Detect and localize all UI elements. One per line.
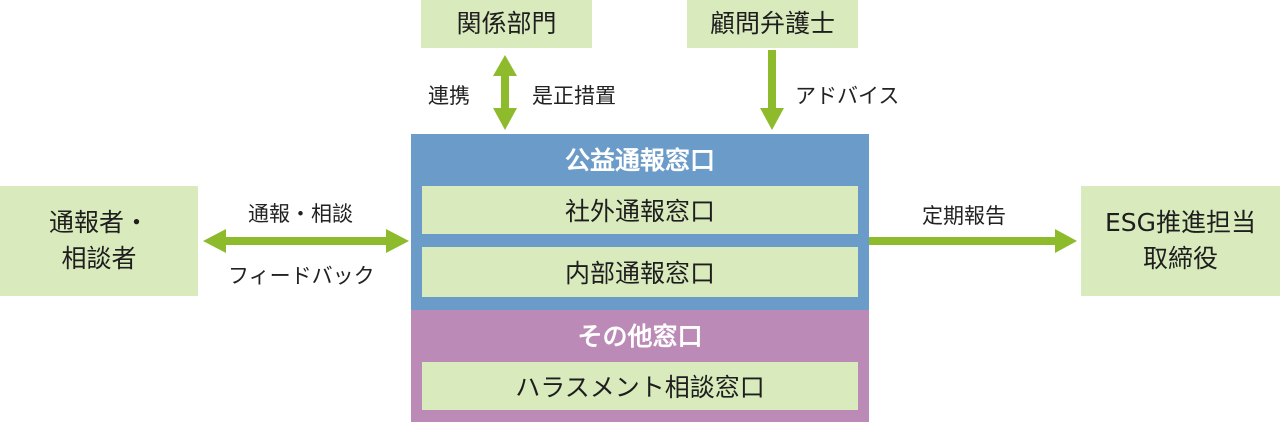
legal-counsel-box: 顧問弁護士	[687, 0, 858, 48]
cooperation-label: 連携	[428, 84, 470, 108]
related-departments-box: 関係部門	[421, 0, 592, 48]
regular-report-label: 定期報告	[922, 204, 1006, 228]
advice-label: アドバイス	[795, 84, 900, 108]
advice-arrow	[760, 50, 784, 130]
esg-director-label-line1: ESG推進担当	[1104, 208, 1257, 237]
correction-label: 是正措置	[532, 84, 616, 108]
harassment-desk-label: ハラスメント相談窓口	[515, 373, 765, 402]
other-desk: その他窓口 ハラスメント相談窓口	[411, 310, 869, 422]
report-feedback-arrow	[203, 229, 409, 253]
esg-director-label-line2: 取締役	[1142, 244, 1218, 273]
public-reporting-title: 公益通報窓口	[564, 146, 715, 175]
report-consult-label: 通報・相談	[248, 202, 353, 226]
legal-counsel-label: 顧問弁護士	[709, 9, 835, 38]
internal-reporting-label: 内部通報窓口	[564, 259, 715, 288]
cooperation-arrow	[493, 55, 517, 130]
internal-reporting-desk: 内部通報窓口	[422, 247, 858, 297]
esg-director-box: ESG推進担当 取締役	[1081, 186, 1280, 296]
external-reporting-label: 社外通報窓口	[564, 197, 715, 226]
reporter-label-line2: 相談者	[61, 244, 137, 273]
external-reporting-desk: 社外通報窓口	[422, 186, 858, 234]
public-reporting-desk: 公益通報窓口 社外通報窓口 内部通報窓口	[411, 134, 869, 310]
reporter-label-line1: 通報者・	[48, 208, 149, 237]
harassment-desk: ハラスメント相談窓口	[422, 362, 858, 410]
related-departments-label: 関係部門	[456, 9, 557, 38]
regular-report-arrow	[869, 229, 1077, 253]
other-desk-title: その他窓口	[577, 322, 703, 351]
reporter-box: 通報者・ 相談者	[0, 186, 198, 296]
feedback-label: フィードバック	[228, 264, 375, 288]
